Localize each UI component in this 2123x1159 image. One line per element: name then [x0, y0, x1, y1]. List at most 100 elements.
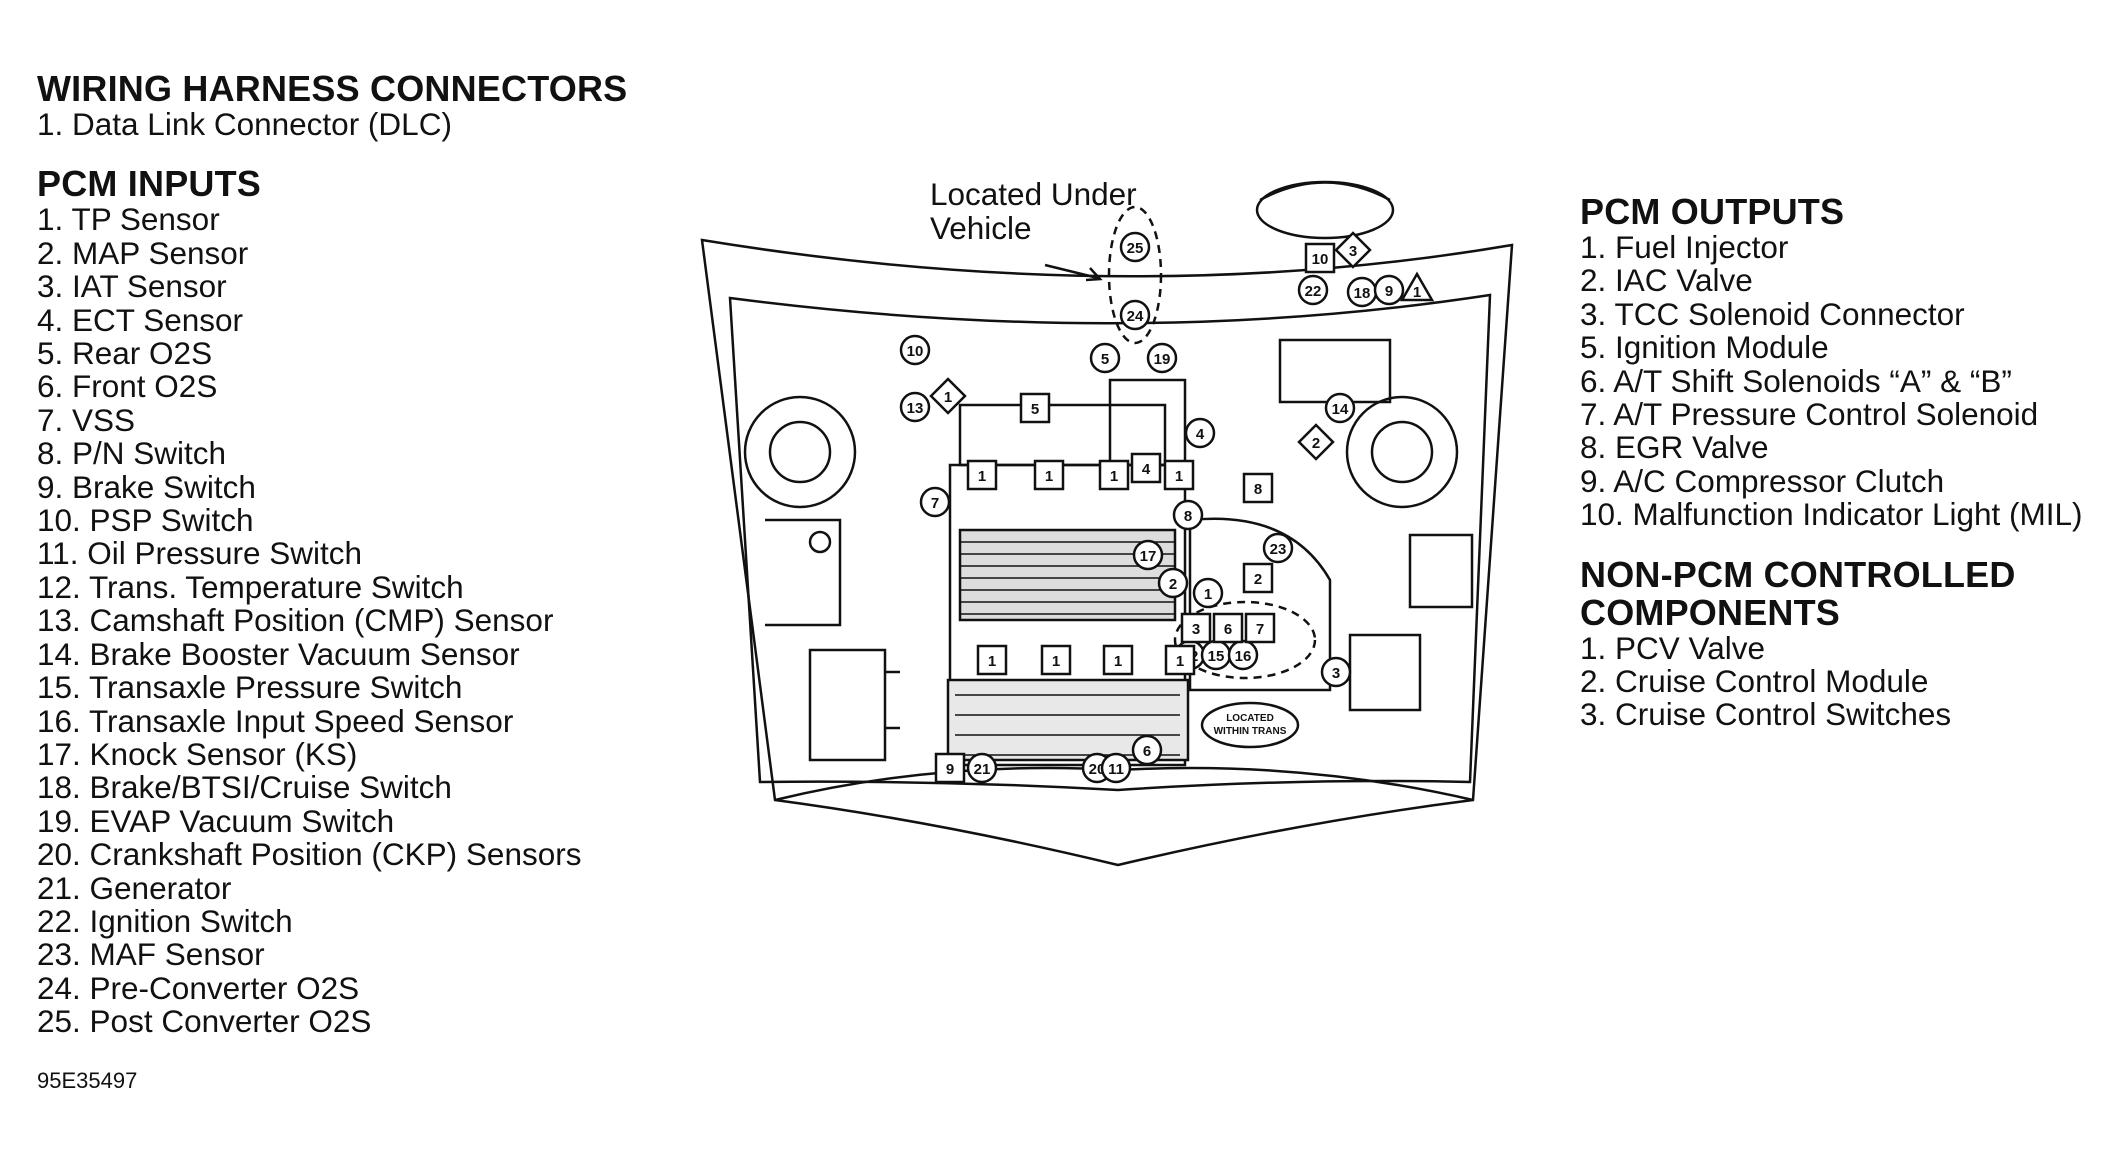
marker-square-label: 1 — [988, 653, 996, 670]
marker-circle-label: 7 — [931, 495, 939, 512]
pcm-input-item: 25. Post Converter O2S — [37, 1003, 372, 1040]
marker-circle-label: 17 — [1140, 548, 1157, 565]
right-legend: PCM OUTPUTS 1. Fuel Injector 2. IAC Valv… — [1580, 193, 2083, 732]
marker-circle — [919, 486, 951, 518]
marker-square — [1244, 612, 1276, 644]
marker-square-label: 9 — [946, 761, 954, 778]
under-vehicle-line1: Located Under — [930, 176, 1137, 212]
marker-square-label: 1 — [978, 468, 986, 485]
marker-circle-label: 21 — [974, 761, 991, 778]
marker-circle-label: 16 — [1235, 648, 1252, 665]
pcm-inputs-heading: PCM INPUTS — [37, 163, 262, 205]
marker-square-label: 1 — [1176, 653, 1184, 670]
pcm-input-item: 13. Camshaft Position (CMP) Sensor — [37, 602, 554, 639]
marker-circle — [1262, 532, 1294, 564]
pcm-input-item: 2. MAP Sensor — [37, 234, 249, 271]
non-pcm-heading-line2: COMPONENTS — [1580, 591, 1841, 633]
evap-canister — [1108, 378, 1187, 467]
marker-circle — [1324, 392, 1356, 424]
marker-circle — [899, 334, 931, 366]
marker-square — [1180, 612, 1212, 644]
air-cleaner-outer — [1255, 180, 1395, 240]
marker-square — [934, 752, 966, 784]
marker-square — [966, 459, 998, 491]
pcm-input-item: 17. Knock Sensor (KS) — [37, 735, 358, 772]
pcm-input-item: 7. VSS — [37, 401, 136, 438]
marker-circle — [1100, 752, 1132, 784]
component-markers: 2524101351947172182312151632120116221891… — [899, 231, 1435, 784]
pcm-input-item: 9. Brake Switch — [37, 468, 256, 505]
non-pcm-heading-line1: NON-PCM CONTROLLED — [1580, 553, 2016, 595]
marker-square-label: 5 — [1031, 401, 1039, 418]
hood-outline — [700, 238, 1514, 867]
pcm-output-item: 7. A/T Pressure Control Solenoid — [1580, 396, 2039, 433]
pcm-output-item: 5. Ignition Module — [1580, 329, 1829, 366]
pcm-input-item: 11. Oil Pressure Switch — [37, 535, 363, 572]
transaxle-housing — [1188, 517, 1332, 692]
marker-square — [1102, 644, 1134, 676]
pcm-input-item: 19. EVAP Vacuum Switch — [37, 802, 395, 839]
marker-circle-label: 11 — [1108, 761, 1124, 778]
pcm-input-item: 15. Transaxle Pressure Switch — [37, 669, 463, 706]
non-pcm-item: 1. PCV Valve — [1580, 629, 1766, 666]
marker-circle-label: 5 — [1101, 351, 1109, 368]
marker-circle-label: 9 — [1385, 283, 1393, 300]
marker-diamond-label: 1 — [944, 389, 952, 406]
marker-circle — [1089, 342, 1121, 374]
air-cleaner-inner — [1259, 181, 1391, 202]
marker-square — [1212, 612, 1244, 644]
marker-diamond — [1334, 231, 1372, 269]
marker-circle — [1131, 734, 1163, 766]
marker-square-label: 10 — [1312, 251, 1329, 268]
marker-circle-label: 22 — [1305, 283, 1322, 300]
pcm-output-item: 8. EGR Valve — [1580, 429, 1769, 466]
air-intake-box — [1408, 533, 1474, 609]
marker-square-label: 6 — [1224, 621, 1232, 638]
fuse-box — [765, 518, 842, 627]
marker-square — [1033, 459, 1065, 491]
marker-diamond-label: 2 — [1312, 435, 1320, 452]
marker-circle-label: 6 — [1143, 743, 1151, 760]
pcm-input-item: 14. Brake Booster Vacuum Sensor — [37, 635, 520, 672]
marker-circle — [1320, 656, 1352, 688]
right-strut-tower — [1345, 395, 1459, 509]
marker-circle — [1157, 567, 1189, 599]
pcm-input-item: 12. Trans. Temperature Switch — [37, 568, 464, 605]
pcm-output-item: 1. Fuel Injector — [1580, 229, 1789, 265]
marker-square-label: 1 — [1175, 468, 1183, 485]
marker-square — [1242, 562, 1274, 594]
marker-square — [1304, 242, 1336, 274]
marker-circle-label: 25 — [1127, 240, 1144, 257]
marker-square-label: 1 — [1110, 468, 1118, 485]
marker-circle-label: 15 — [1208, 648, 1225, 665]
pcm-input-item: 24. Pre-Converter O2S — [37, 969, 360, 1006]
pcm-outputs-list: 1. Fuel Injector 2. IAC Valve 3. TCC Sol… — [1580, 229, 2083, 532]
marker-circle-label: 4 — [1196, 426, 1205, 443]
pcm-input-item: 6. Front O2S — [37, 368, 218, 405]
marker-square — [1019, 392, 1051, 424]
pcm-input-item: 1. TP Sensor — [37, 201, 220, 238]
marker-square-label: 1 — [1052, 653, 1060, 670]
marker-circle-label: 23 — [1270, 541, 1287, 558]
under-vehicle-label: Located Under Vehicle — [930, 177, 1137, 245]
left-strut-inner — [768, 420, 832, 484]
marker-circle-label: 18 — [1354, 285, 1371, 302]
cruise-module — [1348, 633, 1422, 712]
pcm-input-item: 10. PSP Switch — [37, 502, 254, 539]
marker-circle — [1119, 231, 1151, 263]
fuse-box-knob — [808, 530, 832, 554]
non-pcm-item: 3. Cruise Control Switches — [1580, 696, 1952, 733]
marker-diamond — [1297, 423, 1335, 461]
marker-circle — [1184, 417, 1216, 449]
marker-circle-label: 1 — [1204, 586, 1212, 603]
battery-terminals — [885, 670, 900, 730]
left-strut-tower — [743, 395, 857, 509]
figure-code: 95E35497 — [37, 1068, 138, 1093]
non-pcm-item: 2. Cruise Control Module — [1580, 663, 1929, 700]
wiring-heading: WIRING HARNESS CONNECTORS — [37, 68, 628, 109]
wiring-item: 1. Data Link Connector (DLC) — [37, 106, 452, 142]
marker-square — [1242, 472, 1274, 504]
pcm-outputs-heading: PCM OUTPUTS — [1580, 191, 1845, 232]
